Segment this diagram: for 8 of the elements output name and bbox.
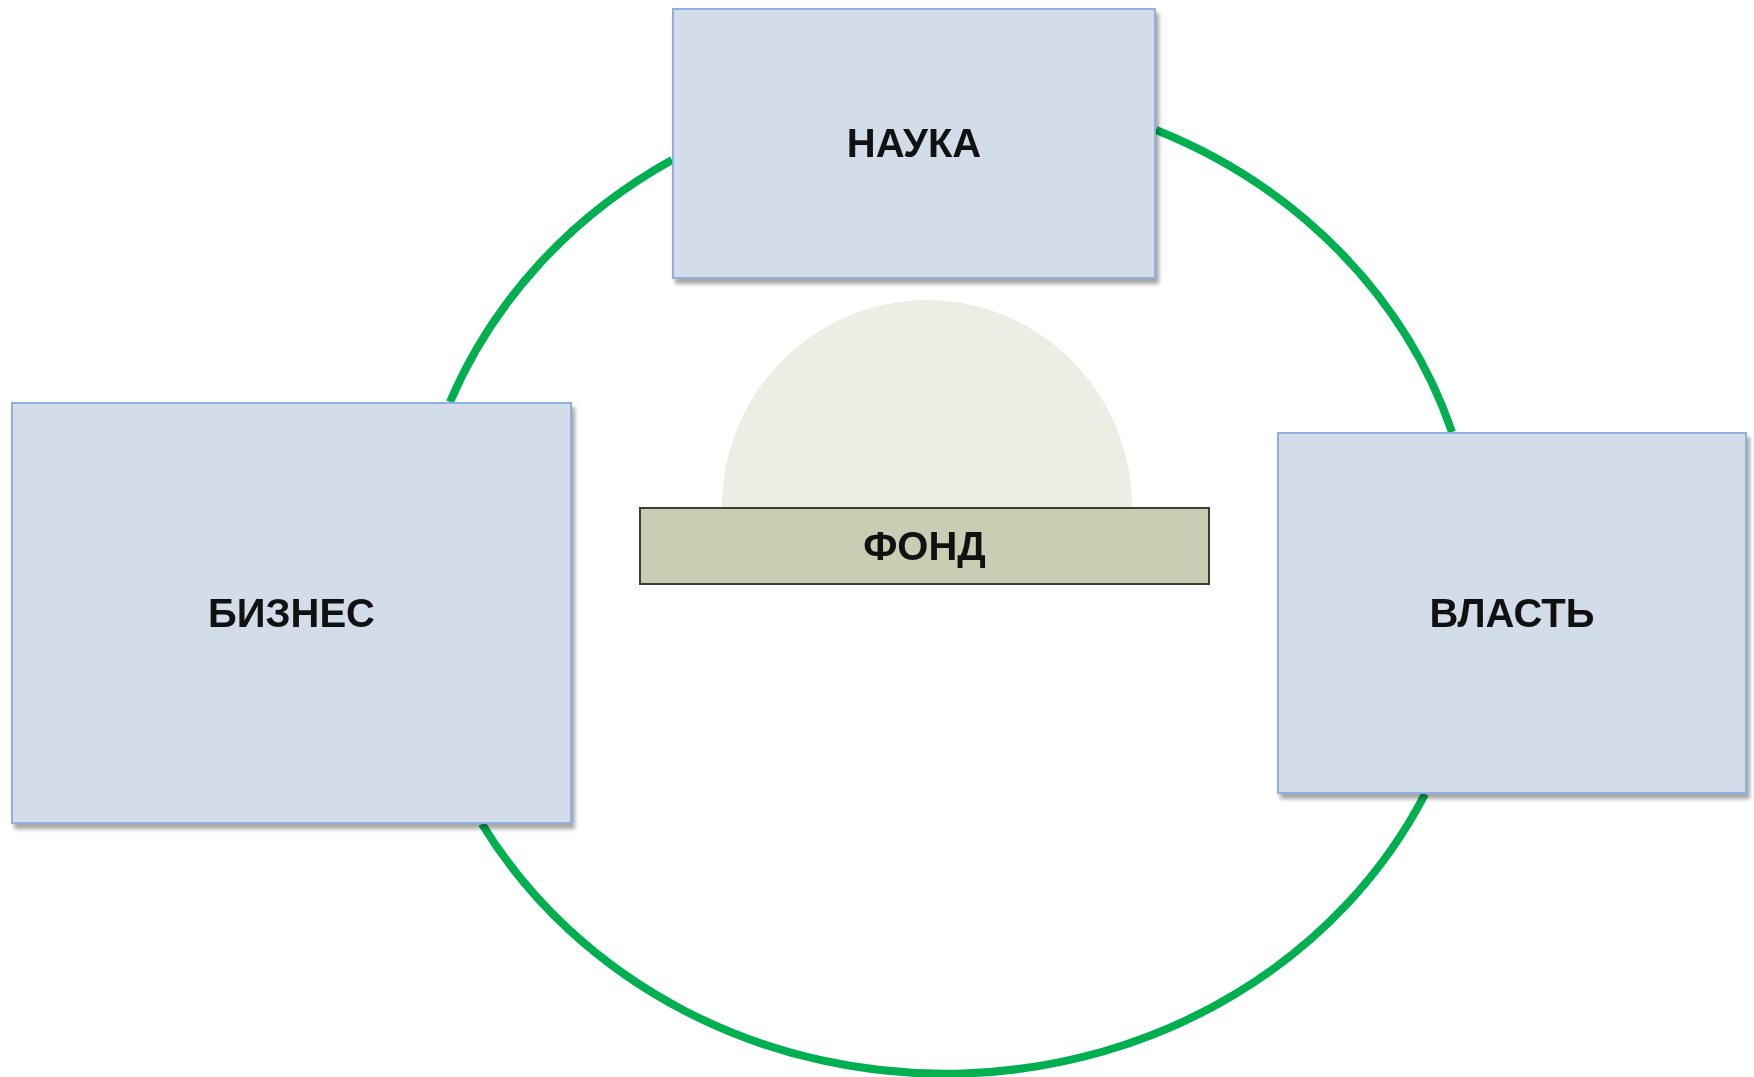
box-label: ФОНД bbox=[863, 523, 986, 569]
process-box bbox=[11, 402, 572, 824]
process-box bbox=[1277, 432, 1747, 794]
box-label: ВЛАСТЬ bbox=[1429, 590, 1595, 636]
process-box bbox=[672, 8, 1156, 279]
box-label: НАУКА bbox=[846, 121, 982, 166]
box-label: БИЗНЕС bbox=[208, 590, 375, 636]
bar-box bbox=[639, 507, 1210, 585]
